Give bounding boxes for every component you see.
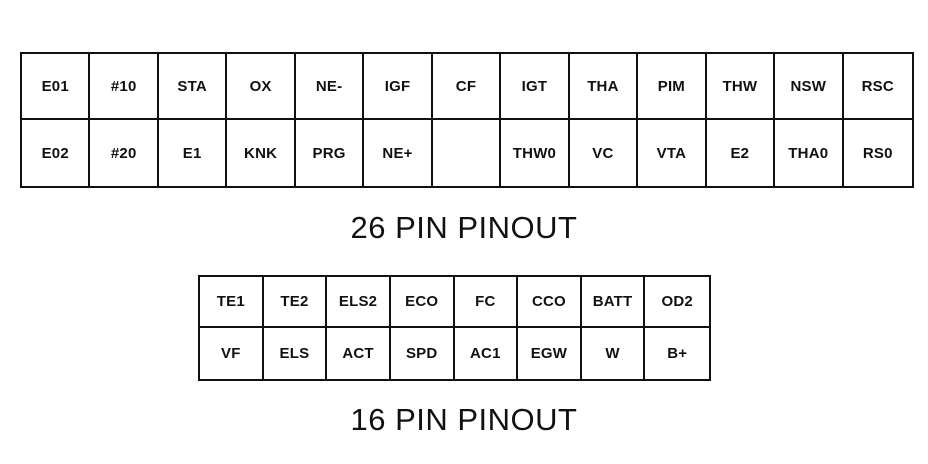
pin-cell: VTA (638, 120, 707, 186)
pinout-26-table: E01 #10 STA OX NE- IGF CF IGT THA PIM TH… (20, 52, 914, 188)
pin-cell: EGW (518, 328, 582, 379)
pin-cell: VF (200, 328, 264, 379)
pin-cell: NE- (295, 54, 365, 120)
pinout-26-title: 26 PIN PINOUT (350, 210, 578, 245)
pin-cell: TE1 (200, 277, 264, 328)
pin-cell: #20 (90, 120, 159, 186)
pin-cell: KNK (227, 120, 296, 186)
pin-cell: IGF (364, 54, 433, 120)
pin-cell: E2 (707, 120, 776, 186)
pin-cell: W (582, 328, 646, 379)
pin-cell: THW (706, 54, 776, 120)
pin-cell: THA0 (775, 120, 844, 186)
pin-cell: STA (158, 54, 228, 120)
pin-cell-empty (433, 120, 502, 186)
pin-cell: E01 (22, 54, 91, 120)
pin-cell: B+ (667, 345, 688, 362)
pin-cell: E1 (159, 120, 228, 186)
pin-cell: ACT (327, 328, 391, 379)
pin-cell: PRG (296, 120, 365, 186)
pin-cell: AC1 (455, 328, 519, 379)
pin-cell: CF (432, 54, 502, 120)
pin-cell: BATT (581, 277, 646, 328)
pin-cell: SPD (391, 328, 455, 379)
pin-cell: #10 (90, 54, 159, 120)
pin-cell: TE2 (263, 277, 328, 328)
pin-cell: OD2 (645, 277, 709, 328)
pin-cell: ELS (264, 328, 328, 379)
pin-cell: VC (570, 120, 639, 186)
pin-cell: OX (227, 54, 296, 120)
pin-cell: IGT (501, 54, 570, 120)
pin-cell: THW0 (501, 120, 570, 186)
pin-cell: NSW (775, 54, 844, 120)
pin-cell: PIM (638, 54, 707, 120)
pin-cell: RS0 (862, 144, 893, 162)
pin-cell: ELS2 (327, 277, 391, 328)
pin-cell: NE+ (364, 120, 433, 186)
pin-cell: RSC (843, 54, 912, 120)
pin-cell: FC (454, 277, 519, 328)
pin-cell: ECO (390, 277, 455, 328)
pinout-16-table: TE1 TE2 ELS2 ECO FC CCO BATT OD2 VF ELS … (198, 275, 711, 381)
pinout-16-title: 16 PIN PINOUT (350, 402, 578, 437)
pin-cell: CCO (518, 277, 582, 328)
pin-cell: E02 (22, 120, 91, 186)
pin-cell: THA (569, 54, 639, 120)
